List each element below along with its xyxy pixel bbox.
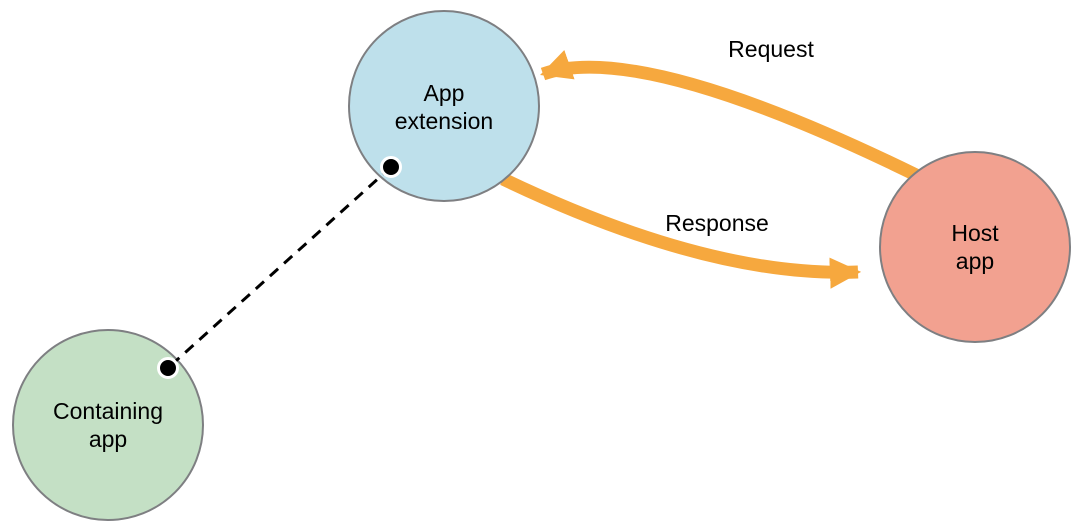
containing-app-node (12, 329, 204, 521)
app-extension-node (348, 10, 540, 202)
connector-endpoint-dot-containing (157, 357, 179, 379)
containing-app-extension-connector (166, 165, 393, 370)
request-arrow (540, 50, 919, 181)
host-app-node (879, 151, 1071, 343)
connector-endpoint-dot-extension (380, 156, 402, 178)
response-arrow (500, 173, 862, 289)
